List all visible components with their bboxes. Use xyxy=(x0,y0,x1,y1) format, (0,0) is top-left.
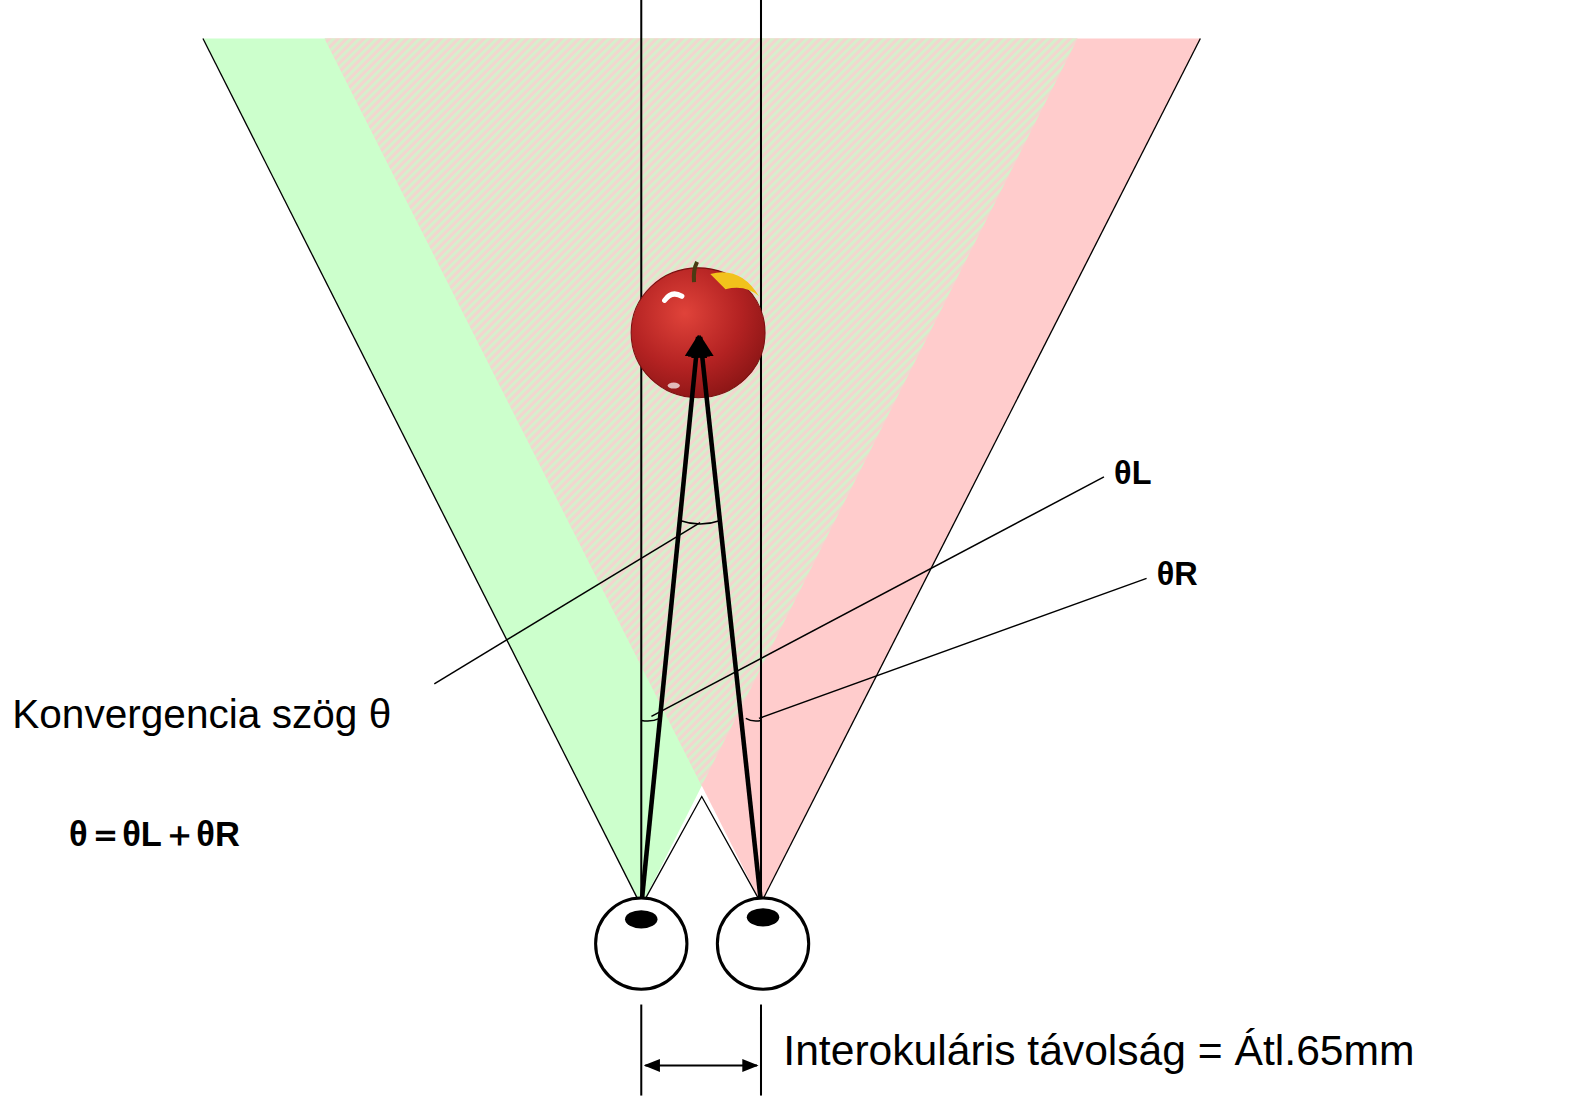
gaze-line xyxy=(640,0,642,906)
field-edge xyxy=(641,797,761,907)
angle-arc xyxy=(746,718,761,721)
dimension-extension xyxy=(640,1005,642,1096)
apple xyxy=(631,262,765,398)
right-eye-field xyxy=(325,39,1201,903)
overlap-field xyxy=(325,39,1078,786)
angle-label: θL xyxy=(1114,455,1151,492)
pupil xyxy=(625,910,657,928)
leader-line xyxy=(434,523,700,684)
eyes xyxy=(596,898,809,989)
angle-arc xyxy=(641,718,659,721)
dimension-extension xyxy=(760,1005,762,1096)
dimension-label: Interokuláris távolság = Átl.65mm xyxy=(783,1027,1414,1076)
dimension-arrow xyxy=(645,1064,757,1066)
angle-arc xyxy=(680,521,721,525)
gaze-line xyxy=(760,0,762,903)
angle-label: θR xyxy=(1157,556,1198,593)
formula-label: θ＝θL＋θR xyxy=(69,815,240,855)
angle-label: Konvergencia szög θ xyxy=(12,690,391,737)
field-edge xyxy=(761,39,1200,903)
sight-line xyxy=(700,337,761,903)
sight-line xyxy=(641,337,698,906)
field-edge xyxy=(203,39,641,907)
pupil xyxy=(747,908,779,926)
leader-line xyxy=(759,578,1147,718)
leader-line xyxy=(651,477,1104,716)
